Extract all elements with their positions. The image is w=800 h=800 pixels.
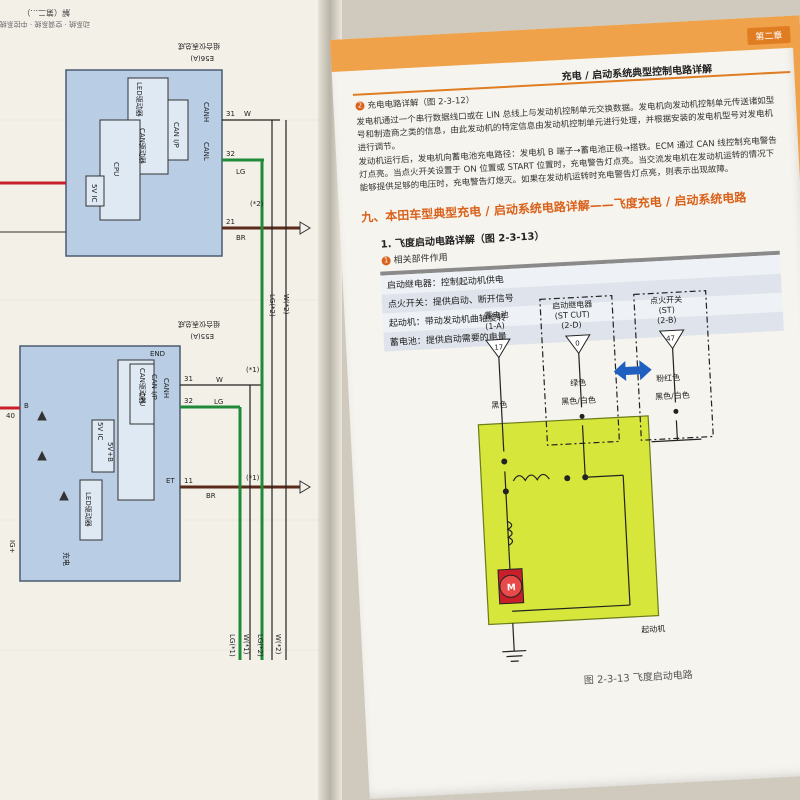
5v-ic-label-top: 5V IC <box>90 184 98 203</box>
pin-40-bottom: 40 <box>6 412 15 420</box>
pin-31-bottom: 31 <box>184 375 193 383</box>
note-bottom-2: (*1) <box>246 474 260 482</box>
motor-icon <box>497 568 525 605</box>
starter-block <box>477 415 660 626</box>
wire-green-label: 绿色 <box>570 377 587 388</box>
ig-label: IG+ <box>8 540 16 553</box>
battery-label: 蓄电池 <box>484 309 508 320</box>
unit-label-bottom: 组合仪表总成 <box>178 320 220 329</box>
ignition-switch-icon <box>658 329 685 350</box>
wire-w-top: W <box>244 110 251 118</box>
wire-lg-bottom: LG <box>214 398 223 406</box>
double-arrow-icon[interactable] <box>613 360 652 382</box>
diode-icon <box>37 410 69 501</box>
led-driver-label-top: LED驱动器 <box>135 82 144 117</box>
starter-label: 起动机 <box>641 623 665 634</box>
wire-br-bottom: BR <box>206 492 216 500</box>
charge-label: 充电 <box>62 552 71 566</box>
wire-black-white-label-2: 黑色/白色 <box>655 390 690 402</box>
left-schematic: 解（第二...） 动系统 · 空调系统 · 中控系统 组合仪表总成 E56(A)… <box>0 0 340 800</box>
unit-code-top: E56(A) <box>190 54 214 62</box>
battery-code: (1-A) <box>485 321 505 331</box>
wire-black-label: 黑色 <box>491 399 508 410</box>
b-label: B <box>24 402 29 410</box>
et-label: ET <box>166 477 175 485</box>
relay-code-2: (2-D) <box>561 320 582 330</box>
relay-icon <box>564 334 591 355</box>
switch-label: 点火开关 <box>650 294 682 306</box>
5v-block-top <box>85 175 105 207</box>
wire-black-white-label: 黑色/白色 <box>561 395 596 407</box>
can-driver-label-bottom: CAN驱动器 <box>138 368 147 404</box>
motor-label: M <box>507 583 517 593</box>
pin-11-bottom: 11 <box>184 477 193 485</box>
pin-32-bottom: 32 <box>184 397 193 405</box>
bottom-label-3: LG(*2) <box>256 634 264 657</box>
relay-label: 启动继电器 <box>552 299 592 311</box>
switch-pin: 47 <box>666 334 675 342</box>
cpu-top <box>99 119 141 221</box>
wire-br-top: BR <box>236 234 246 242</box>
vertical-label-w: W(*2) <box>282 294 290 315</box>
wire-lg-top: LG <box>236 168 245 176</box>
can-ip-label-top: CAN I/P <box>172 122 180 148</box>
5v-block-bottom <box>91 419 115 473</box>
vertical-label-lg: LG(*2) <box>268 294 276 317</box>
pin-31-top: 31 <box>226 110 235 118</box>
left-header-text: 解（第二...） <box>22 8 70 18</box>
bottom-label-1: LG(*1) <box>228 634 236 657</box>
bottom-label-4: W(*2) <box>274 634 282 655</box>
cpu-label-top: CPU <box>112 162 120 176</box>
5v-b-label-bottom: 5V+B <box>106 442 114 462</box>
left-page: 解（第二...） 动系统 · 空调系统 · 中控系统 组合仪表总成 E56(A)… <box>0 0 340 800</box>
unit-code-bottom: E55(A) <box>190 332 214 340</box>
bottom-label-2: W(*1) <box>242 634 250 655</box>
ground-icon <box>299 221 311 494</box>
switch-code: (ST) <box>658 305 675 315</box>
end-label: END <box>150 350 165 358</box>
5v-ic-label-bottom: 5V IC <box>96 422 104 441</box>
canl-label-top: CANL <box>202 142 210 161</box>
left-header-sub: 动系统 · 空调系统 · 中控系统 <box>0 20 90 29</box>
wire-w-bottom: W <box>216 376 223 384</box>
switch-code-2: (2-B) <box>657 315 677 325</box>
battery-pin: 17 <box>494 343 503 351</box>
ground-icon <box>502 649 527 662</box>
can-driver-bottom <box>129 363 155 425</box>
note-bottom-1: (*1) <box>246 366 260 374</box>
note-top: (*2) <box>250 200 264 208</box>
canh-label-top: CANH <box>202 102 210 122</box>
battery-icon <box>484 338 511 359</box>
can-ip-top <box>167 99 189 161</box>
coil-icon <box>506 520 514 546</box>
can-ip-label-bottom: CAN I/P <box>150 374 158 400</box>
can-driver-label-top: CAN驱动器 <box>138 128 147 164</box>
starter-circuit-diagram: 蓄电池 (1-A) 17 启动继电器 (ST CUT) (2-D) 0 点火开关… <box>477 290 714 662</box>
pin-21-top: 21 <box>226 218 235 226</box>
wire-pink-label: 粉红色 <box>656 372 680 383</box>
unit-label-top: 组合仪表总成 <box>178 42 220 51</box>
relay-pin: 0 <box>575 339 580 347</box>
led-driver-bottom <box>79 479 103 541</box>
led-driver-label-bottom: LED驱动器 <box>84 492 93 527</box>
canh-label-bottom: CANH <box>162 378 170 398</box>
cpu-label-bottom: CPU <box>138 392 146 406</box>
pin-32-top: 32 <box>226 150 235 158</box>
relay-code: (ST CUT) <box>555 310 591 321</box>
